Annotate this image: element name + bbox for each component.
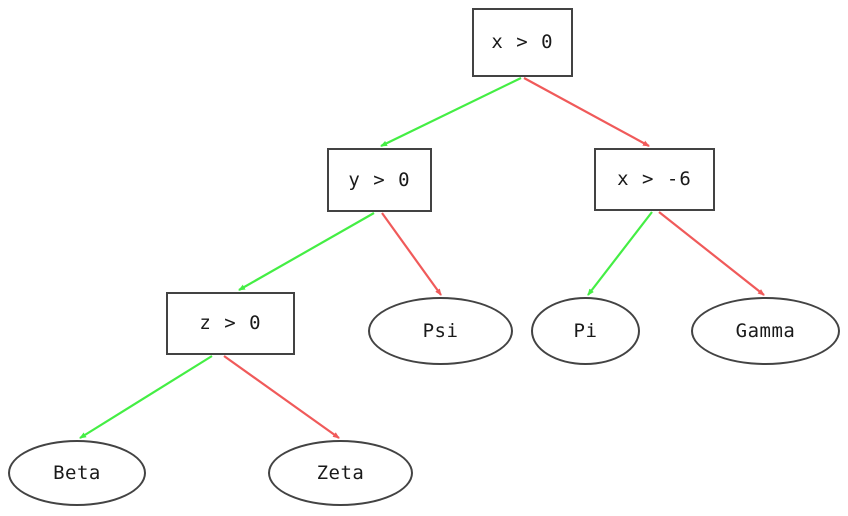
node-gamma[interactable]: Gamma <box>691 297 840 365</box>
edge-y-true <box>238 212 375 291</box>
node-beta[interactable]: Beta <box>8 440 146 506</box>
node-label-y_gt_0: y > 0 <box>348 168 411 191</box>
edge-root-true <box>380 77 522 147</box>
node-label-zeta: Zeta <box>316 461 365 484</box>
node-label-z_gt_0: z > 0 <box>199 312 262 334</box>
node-z_gt_0[interactable]: z > 0 <box>166 292 295 355</box>
edge-root-false <box>523 77 650 147</box>
node-zeta[interactable]: Zeta <box>268 440 413 506</box>
node-y_gt_0[interactable]: y > 0 <box>327 148 432 212</box>
node-psi[interactable]: Psi <box>368 297 513 365</box>
edges-group <box>79 77 765 439</box>
edge-x6-false <box>658 211 765 296</box>
node-label-root: x > 0 <box>491 31 554 53</box>
node-label-x_gt_m6: x > -6 <box>617 168 692 190</box>
node-label-psi: Psi <box>422 319 459 342</box>
node-label-pi: Pi <box>573 319 598 342</box>
node-root[interactable]: x > 0 <box>472 8 573 77</box>
node-x_gt_m6[interactable]: x > -6 <box>594 148 715 211</box>
node-label-gamma: Gamma <box>735 319 796 342</box>
edge-x6-true <box>587 211 653 296</box>
edge-y-false <box>381 212 442 296</box>
edge-z-false <box>223 355 340 439</box>
node-label-beta: Beta <box>53 461 101 484</box>
edge-z-true <box>79 355 213 439</box>
node-pi[interactable]: Pi <box>531 297 640 365</box>
